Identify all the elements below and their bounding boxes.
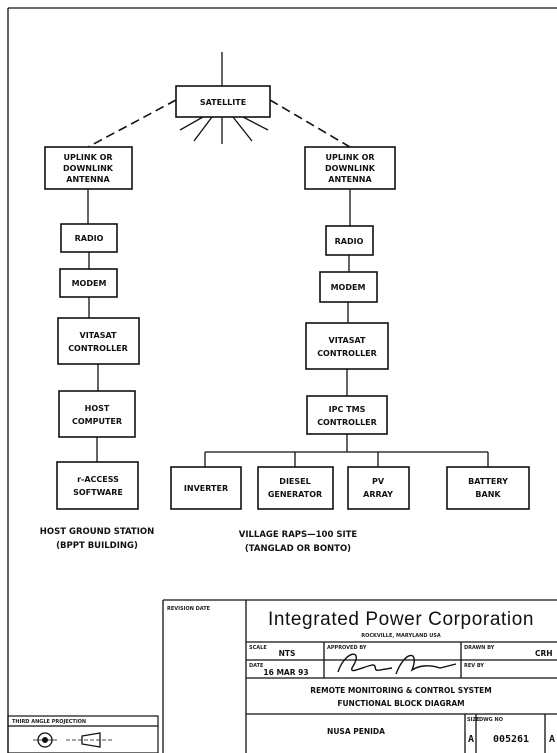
software-label-2: SOFTWARE	[73, 488, 123, 497]
size-label: SIZE	[467, 717, 480, 723]
right-antenna-label-1: UPLINK OR	[325, 153, 374, 162]
third-angle-projection-icon	[33, 732, 112, 748]
satellite-label: SATELLITE	[200, 98, 246, 107]
dwg-no-value: 005261	[493, 734, 529, 745]
left-radio-label: RADIO	[75, 234, 104, 243]
left-antenna-label-3: ANTENNA	[66, 175, 110, 184]
date-value: 16 MAR 93	[263, 668, 308, 677]
company-name: Integrated Power Corporation	[268, 609, 534, 630]
right-modem-box	[319, 271, 378, 303]
right-antenna-box	[304, 146, 396, 190]
approved-by-label: APPROVED BY	[327, 645, 367, 651]
right-vitasat-box	[305, 322, 389, 370]
right-modem-label: MODEM	[331, 283, 366, 292]
tms-controller-label-2: CONTROLLER	[317, 418, 377, 427]
village-site-chain: UPLINK OR DOWNLINK ANTENNA RADIO MODEM V…	[170, 146, 530, 554]
satellite-ray	[242, 116, 269, 131]
battery-label-1: BATTERY	[468, 477, 508, 486]
drawn-by-value: CRH	[535, 649, 553, 658]
left-antenna-label-1: UPLINK OR	[63, 153, 112, 162]
host-caption-2: (BPPT BUILDING)	[56, 541, 138, 551]
drawing-title-2: FUNCTIONAL BLOCK DIAGRAM	[337, 699, 464, 708]
rev-value: A	[549, 734, 555, 745]
right-vitasat-label-1: VITASAT	[329, 336, 367, 345]
left-vitasat-label-2: CONTROLLER	[68, 344, 128, 353]
inverter-box	[170, 466, 242, 510]
diesel-label-1: DIESEL	[279, 477, 310, 486]
village-caption-2: (TANGLAD OR BONTO)	[245, 544, 351, 554]
satellite-group: SATELLITE	[87, 52, 351, 148]
projection-label: THIRD ANGLE PROJECTION	[12, 719, 86, 725]
pv-label-1: PV	[372, 477, 385, 486]
tms-controller-box	[306, 395, 388, 435]
date-label: DATE	[249, 663, 264, 669]
software-box	[56, 461, 139, 510]
battery-label-2: BANK	[475, 490, 501, 499]
host-ground-station-chain: UPLINK OR DOWNLINK ANTENNA RADIO MODEM V…	[40, 146, 154, 551]
software-label-1: r-ACCESS	[77, 475, 119, 484]
approval-signature	[337, 653, 457, 675]
satellite-ray	[232, 116, 253, 142]
project-name: NUSA PENIDA	[327, 727, 385, 736]
satellite-ray	[193, 116, 213, 142]
right-radio-label: RADIO	[335, 237, 364, 246]
left-modem-box	[59, 268, 118, 298]
size-value: A	[468, 734, 474, 745]
left-antenna-label-2: DOWNLINK	[63, 164, 114, 173]
host-computer-label-2: COMPUTER	[72, 417, 122, 426]
left-radio-link	[87, 99, 177, 148]
drawing-title-1: REMOTE MONITORING & CONTROL SYSTEM	[310, 686, 492, 695]
left-vitasat-box	[57, 317, 140, 365]
right-antenna-label-3: ANTENNA	[328, 175, 372, 184]
company-location: ROCKVILLE, MARYLAND USA	[361, 633, 441, 639]
left-modem-label: MODEM	[72, 279, 107, 288]
host-computer-label-1: HOST	[85, 404, 110, 413]
right-antenna-label-2: DOWNLINK	[325, 164, 376, 173]
right-vitasat-label-2: CONTROLLER	[317, 349, 377, 358]
pv-array-box	[347, 466, 410, 510]
host-computer-box	[58, 390, 136, 438]
scale-label: SCALE	[249, 645, 267, 651]
pv-label-2: ARRAY	[363, 490, 393, 499]
drawn-by-label: DRAWN BY	[464, 645, 495, 651]
diesel-label-2: GENERATOR	[268, 490, 322, 499]
tms-controller-label-1: IPC TMS	[329, 405, 366, 414]
battery-bank-box	[446, 466, 530, 510]
dwg-no-label: DWG NO	[479, 717, 503, 723]
left-vitasat-label-1: VITASAT	[80, 331, 118, 340]
inverter-label: INVERTER	[184, 484, 228, 493]
revision-date-label: REVISION DATE	[167, 606, 211, 612]
satellite-box	[175, 85, 271, 118]
diesel-generator-box	[257, 466, 334, 510]
title-block: REVISION DATE Integrated Power Corporati…	[7, 599, 557, 753]
left-antenna-box	[44, 146, 133, 190]
projection-box	[7, 715, 159, 753]
left-radio-box	[60, 223, 118, 253]
right-radio-link	[269, 99, 351, 148]
rev-by-label: REV BY	[464, 663, 484, 669]
satellite-ray	[179, 116, 204, 131]
scale-value: NTS	[279, 649, 296, 658]
village-caption-1: VILLAGE RAPS—100 SITE	[239, 530, 358, 540]
host-caption-1: HOST GROUND STATION	[40, 527, 154, 537]
